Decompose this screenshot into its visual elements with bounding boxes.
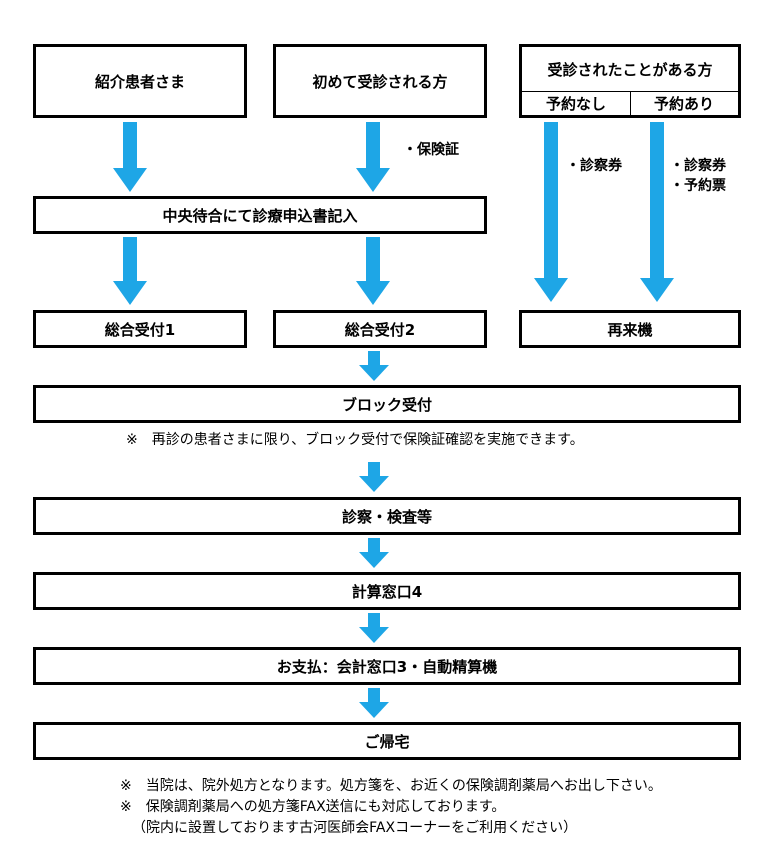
label-insurance-card: ・保険証 [403, 142, 459, 158]
returning-with-reservation: 予約あり [630, 91, 738, 115]
arrow-down-icon [359, 538, 389, 568]
arrow-down-icon [359, 351, 389, 381]
label-consultation-card-2: ・診察券 [670, 158, 726, 174]
arrow-shape [359, 462, 389, 492]
arrow-shape [359, 351, 389, 381]
box-calculation: 計算窓口4 [33, 572, 741, 610]
box-consultation: 診察・検査等 [33, 497, 741, 535]
footer-note-3: （院内に設置しております古河医師会FAXコーナーをご利用ください） [132, 820, 578, 836]
reception-2-label: 総合受付2 [344, 320, 416, 339]
arrow-shape [359, 538, 389, 568]
box-first-visit-label: 初めて受診される方 [312, 72, 448, 91]
arrow-shape [640, 122, 674, 302]
box-central-waiting: 中央待合にて診療申込書記入 [33, 196, 487, 234]
box-referred-patient-label: 紹介患者さま [94, 72, 185, 91]
footer-note-2: ※ 保険調剤薬局への処方箋FAX送信にも対応しております。 [120, 799, 506, 815]
box-first-visit: 初めて受診される方 [273, 44, 487, 118]
calculation-label: 計算窓口4 [351, 582, 423, 601]
label-reservation-slip: ・予約票 [670, 178, 726, 194]
go-home-label: ご帰宅 [364, 732, 410, 751]
footer-note-1: ※ 当院は、院外処方となります。処方箋を、お近くの保険調剤薬局へお出し下さい。 [120, 778, 662, 794]
arrow-shape [113, 237, 147, 305]
box-revisit-machine: 再来機 [519, 310, 741, 348]
payment-label: お支払：会計窓口3・自動精算機 [276, 657, 498, 676]
arrow-down-icon [113, 122, 147, 192]
returning-header: 受診されたことがある方 [522, 47, 738, 92]
arrow-down-icon [113, 237, 147, 305]
central-waiting-label: 中央待合にて診療申込書記入 [162, 206, 358, 225]
returning-no-reservation: 予約なし [522, 91, 631, 115]
note-revisit: ※ 再診の患者さまに限り、ブロック受付で保険証確認を実施できます。 [126, 432, 584, 448]
arrow-down-icon [359, 613, 389, 643]
arrow-shape [359, 613, 389, 643]
arrow-shape [359, 688, 389, 718]
arrow-down-icon [356, 237, 390, 305]
arrow-down-icon [359, 462, 389, 492]
returning-title: 受診されたことがある方 [547, 60, 713, 79]
revisit-machine-label: 再来機 [607, 320, 653, 339]
box-go-home: ご帰宅 [33, 722, 741, 760]
box-reception-1: 総合受付1 [33, 310, 247, 348]
arrow-shape [534, 122, 568, 302]
box-returning-patient: 受診されたことがある方 予約なし 予約あり [519, 44, 741, 118]
arrow-down-icon [356, 122, 390, 192]
arrow-shape [356, 122, 390, 192]
arrow-shape [356, 237, 390, 305]
block-reception-label: ブロック受付 [341, 395, 432, 414]
arrow-down-icon [534, 122, 568, 302]
arrow-shape [113, 122, 147, 192]
with-reservation-label: 予約あり [653, 94, 714, 113]
label-consultation-card: ・診察券 [566, 158, 622, 174]
arrow-down-icon [359, 688, 389, 718]
box-block-reception: ブロック受付 [33, 385, 741, 423]
reception-1-label: 総合受付1 [104, 320, 176, 339]
consultation-label: 診察・検査等 [341, 507, 432, 526]
no-reservation-label: 予約なし [545, 94, 606, 113]
arrow-down-icon [640, 122, 674, 302]
box-reception-2: 総合受付2 [273, 310, 487, 348]
box-referred-patient: 紹介患者さま [33, 44, 247, 118]
box-payment: お支払：会計窓口3・自動精算機 [33, 647, 741, 685]
